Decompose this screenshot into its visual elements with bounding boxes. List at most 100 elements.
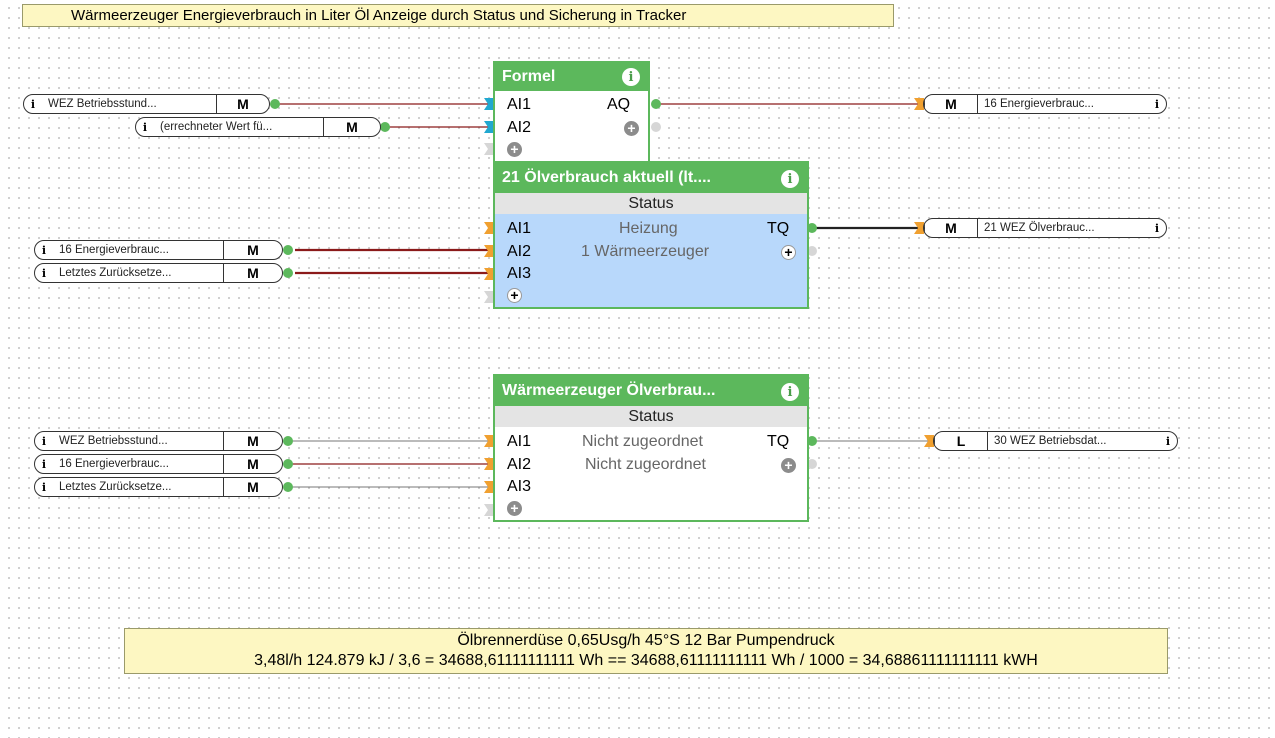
status-block-header[interactable]: 21 Ölverbrauch aktuell (lt.... i [495, 163, 807, 193]
add-input-icon[interactable]: + [507, 501, 522, 516]
ref-label: Letztes Zurücksetze... [59, 267, 172, 279]
ref-type: M [323, 118, 380, 136]
add-output-icon[interactable]: + [781, 458, 796, 473]
ref-type: M [223, 478, 282, 496]
dot-ref-out [283, 459, 293, 469]
note-comment[interactable]: Ölbrennerdüse 0,65Usg/h 45°S 12 Bar Pump… [124, 628, 1168, 674]
note-line-2: 3,48l/h 124.879 kJ / 3,6 = 34688,6111111… [254, 652, 1038, 669]
input-ref-letztes-zuruecksetzen[interactable]: Letztes Zurücksetze... M [34, 477, 283, 497]
formel-input-label: AI1 [507, 96, 532, 113]
pin-add-input [484, 504, 494, 516]
status-header: Status [495, 406, 807, 427]
input-ref-energieverbrauch[interactable]: 16 Energieverbrauc... M [34, 454, 283, 474]
formel-block-header[interactable]: Formel i [495, 63, 648, 91]
ref-label: 21 WEZ Ölverbrauc... [984, 222, 1095, 234]
pin-status1-ai1 [484, 222, 494, 234]
info-icon[interactable] [1148, 219, 1166, 237]
dot-unused-out [807, 246, 817, 256]
input-ref-wez-betriebsstunden[interactable]: WEZ Betriebsstund... M [34, 431, 283, 451]
input-ref-wez-betriebsstunden[interactable]: WEZ Betriebsstund... M [23, 94, 270, 114]
add-input-icon[interactable]: + [507, 288, 522, 303]
dot-ref-out [380, 122, 390, 132]
ref-type: M [924, 219, 978, 237]
info-icon[interactable] [35, 432, 53, 450]
status-input-label: AI3 [507, 265, 532, 282]
ref-label: Letztes Zurücksetze... [59, 481, 172, 493]
status-text-line: Heizung [619, 220, 678, 237]
note-line-1: Ölbrennerdüse 0,65Usg/h 45°S 12 Bar Pump… [457, 632, 835, 649]
add-output-icon[interactable]: + [781, 245, 796, 260]
dot-unused-out [807, 459, 817, 469]
status-block-title: Wärmeerzeuger Ölverbrau... [502, 382, 716, 399]
ref-type: M [223, 264, 282, 282]
info-icon[interactable] [35, 455, 53, 473]
status-input-label: AI1 [507, 433, 532, 450]
pin-status1-ai3 [484, 268, 494, 280]
ref-label: 16 Energieverbrauc... [59, 244, 169, 256]
add-input-icon[interactable]: + [507, 142, 522, 157]
info-icon[interactable] [136, 118, 154, 136]
ref-type: M [223, 455, 282, 473]
dot-ref-out [283, 436, 293, 446]
dot-ref-out [283, 482, 293, 492]
ref-type: M [924, 95, 978, 113]
ref-label: (errechneter Wert fü... [160, 121, 273, 133]
info-icon[interactable] [35, 478, 53, 496]
pin-status1-ai2 [484, 245, 494, 257]
ref-label: WEZ Betriebsstund... [48, 98, 157, 110]
formel-block-title: Formel [502, 68, 556, 85]
status-block-title: 21 Ölverbrauch aktuell (lt.... [502, 169, 711, 186]
ref-label: 30 WEZ Betriebsdat... [994, 435, 1107, 447]
formel-input-label: AI2 [507, 119, 532, 136]
formel-output-label: AQ [607, 96, 631, 113]
ref-label: 16 Energieverbrauc... [59, 458, 169, 470]
status-text-line: Nicht zugeordnet [585, 456, 706, 473]
dot-ref-out [283, 268, 293, 278]
pin-add-input [484, 291, 494, 303]
info-icon[interactable]: i [781, 383, 799, 401]
pin-ref-in [924, 435, 934, 447]
pin-formel-ai1 [484, 98, 494, 110]
dot-block-out [807, 223, 817, 233]
ref-label: 16 Energieverbrauc... [984, 98, 1094, 110]
status-output-label: TQ [767, 220, 790, 237]
ref-label: WEZ Betriebsstund... [59, 435, 168, 447]
title-comment-text: Wärmeerzeuger Energieverbrauch in Liter … [71, 7, 687, 24]
pin-status2-ai3 [484, 481, 494, 493]
status-input-label: AI2 [507, 456, 532, 473]
dot-block-out [807, 436, 817, 446]
info-icon[interactable]: i [781, 170, 799, 188]
info-icon[interactable] [24, 95, 42, 113]
dot-unused-out [651, 122, 661, 132]
status-output-label: TQ [767, 433, 790, 450]
formel-block[interactable]: Formel i AI1 AI2 AQ + + [493, 61, 650, 164]
info-icon[interactable] [1159, 432, 1177, 450]
add-output-icon[interactable]: + [624, 121, 639, 136]
info-icon[interactable] [35, 241, 53, 259]
pin-formel-ai2 [484, 121, 494, 133]
info-icon[interactable]: i [622, 68, 640, 86]
dot-ref-out [270, 99, 280, 109]
output-ref-energieverbrauch[interactable]: M 16 Energieverbrauc... [923, 94, 1167, 114]
status-block-header[interactable]: Wärmeerzeuger Ölverbrau... i [495, 376, 807, 406]
title-comment[interactable]: Wärmeerzeuger Energieverbrauch in Liter … [22, 4, 894, 27]
status-text-line: 1 Wärmeerzeuger [581, 243, 710, 260]
status-text-line: Nicht zugeordnet [582, 433, 703, 450]
input-ref-errechneter-wert[interactable]: (errechneter Wert fü... M [135, 117, 381, 137]
output-ref-wez-betriebsdaten[interactable]: L 30 WEZ Betriebsdat... [933, 431, 1178, 451]
info-icon[interactable] [1148, 95, 1166, 113]
pin-ref-in [914, 98, 924, 110]
ref-type: M [216, 95, 269, 113]
info-icon[interactable] [35, 264, 53, 282]
input-ref-energieverbrauch[interactable]: 16 Energieverbrauc... M [34, 240, 283, 260]
output-ref-wez-oelverbrauch[interactable]: M 21 WEZ Ölverbrauc... [923, 218, 1167, 238]
pin-add-input [484, 143, 494, 155]
pin-status2-ai1 [484, 435, 494, 447]
status-input-label: AI3 [507, 478, 532, 495]
input-ref-letztes-zuruecksetzen[interactable]: Letztes Zurücksetze... M [34, 263, 283, 283]
status-block-oelverbrauch[interactable]: 21 Ölverbrauch aktuell (lt.... i Status … [493, 161, 809, 309]
status-block-waermeerzeuger[interactable]: Wärmeerzeuger Ölverbrau... i Status AI1 … [493, 374, 809, 522]
status-input-label: AI1 [507, 220, 532, 237]
dot-ref-out [283, 245, 293, 255]
